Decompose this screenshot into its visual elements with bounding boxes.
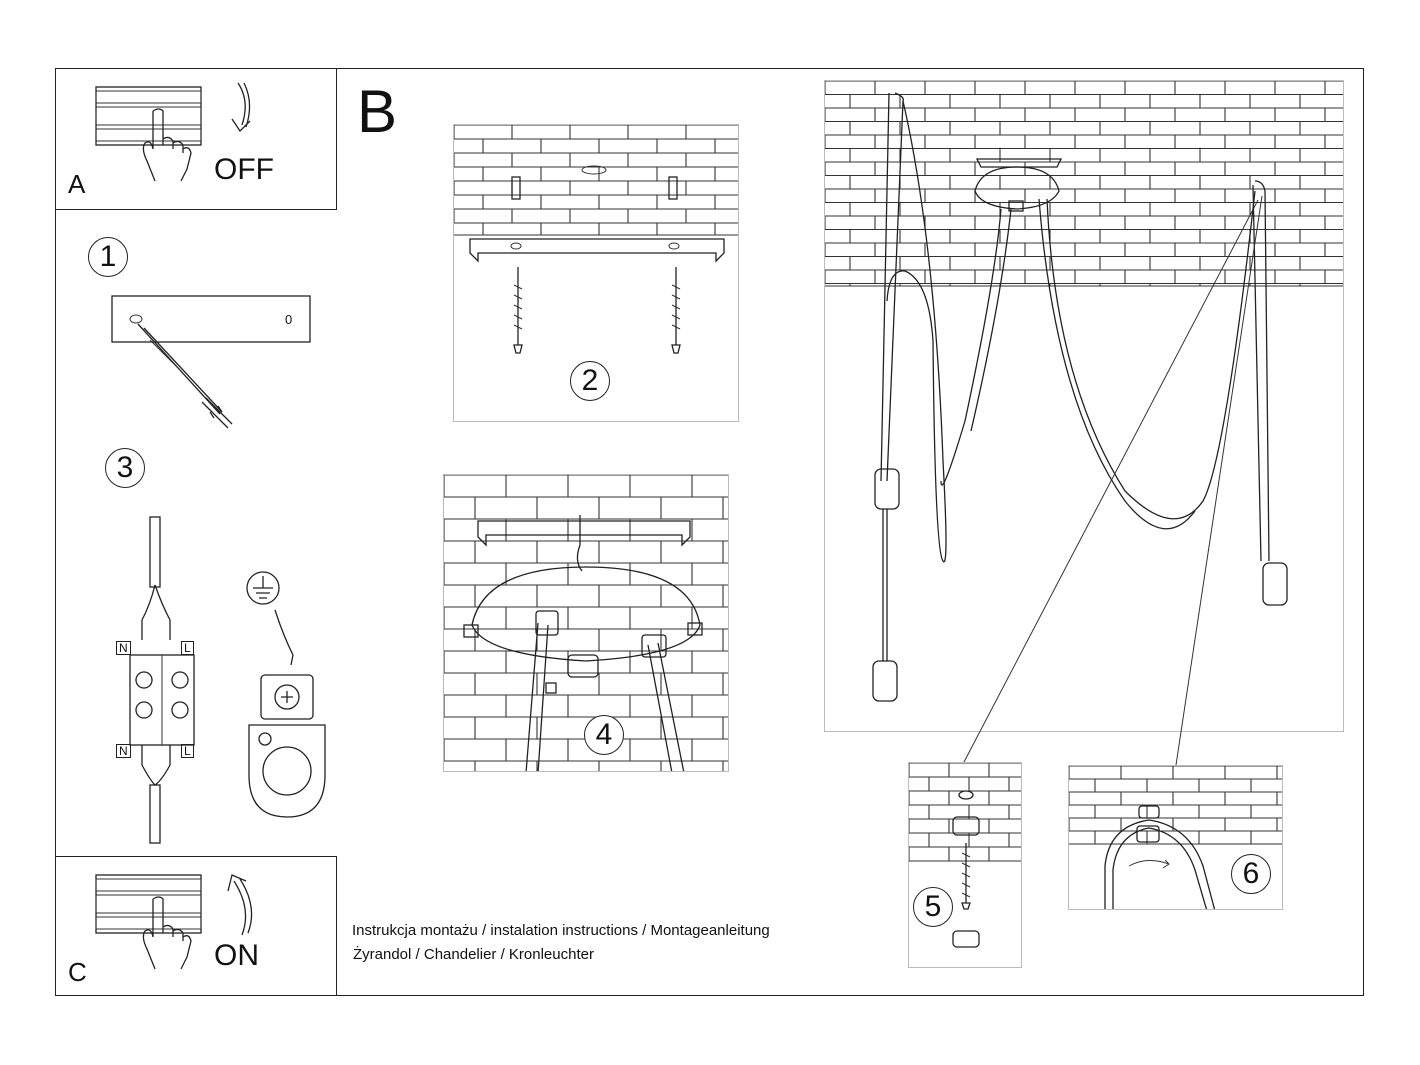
- brick-wall: [1069, 766, 1282, 845]
- ground-symbol-icon: [246, 571, 280, 605]
- mounting-plate-step1: [111, 295, 311, 429]
- curved-arrow-down-icon: [231, 82, 251, 133]
- step-4-panel: 4: [443, 474, 729, 772]
- step-6-panel: 6: [1068, 765, 1283, 910]
- step-4-badge: 4: [584, 715, 624, 755]
- off-label: OFF: [214, 153, 274, 186]
- curved-arrow-up-icon: [227, 874, 253, 936]
- plate-hole-label: 0: [285, 312, 293, 327]
- wire-l-bottom: L: [181, 744, 194, 758]
- bracket-step2: [469, 165, 725, 263]
- step-c-box: ON C: [55, 856, 337, 996]
- step-a-box: OFF A: [55, 68, 337, 210]
- brick-wall: [444, 475, 728, 771]
- switch-panel-icon: [95, 874, 202, 934]
- brick-wall: [825, 81, 1343, 287]
- wire-n-top: N: [116, 641, 131, 655]
- hand-pointer-icon: [142, 896, 192, 970]
- cable-fixing-step5: [952, 790, 980, 948]
- terminal-block-icon: [129, 516, 195, 844]
- switch-panel-icon: [95, 86, 202, 146]
- wire-l-top: L: [181, 641, 194, 655]
- step-1-badge: 1: [88, 237, 128, 277]
- ground-terminal-icon: [248, 609, 326, 818]
- step-5-badge: 5: [913, 887, 953, 927]
- lamp-overview-panel: [824, 80, 1344, 732]
- step-a-label: A: [68, 169, 86, 199]
- step-b-label: B: [357, 78, 398, 145]
- step-2-panel: 2: [453, 124, 739, 422]
- caption-line-2: Żyrandol / Chandelier / Kronleuchter: [353, 946, 594, 963]
- cable-hook-step6: [1104, 805, 1216, 909]
- lamp-cables: [872, 92, 1288, 702]
- screw-icon: [513, 267, 523, 354]
- step-2-badge: 2: [570, 361, 610, 401]
- canopy-step4: [463, 515, 703, 771]
- sheet-frame: [55, 68, 1364, 996]
- hand-pointer-icon: [142, 108, 192, 182]
- step-6-badge: 6: [1231, 854, 1271, 894]
- on-label: ON: [214, 939, 259, 972]
- step-c-label: C: [68, 957, 87, 987]
- step-3-badge: 3: [105, 448, 145, 488]
- caption-line-1: Instrukcja montażu / instalation instruc…: [352, 922, 770, 939]
- wire-n-bottom: N: [116, 744, 131, 758]
- step-5-panel: 5: [908, 762, 1022, 968]
- screw-icon: [671, 267, 681, 354]
